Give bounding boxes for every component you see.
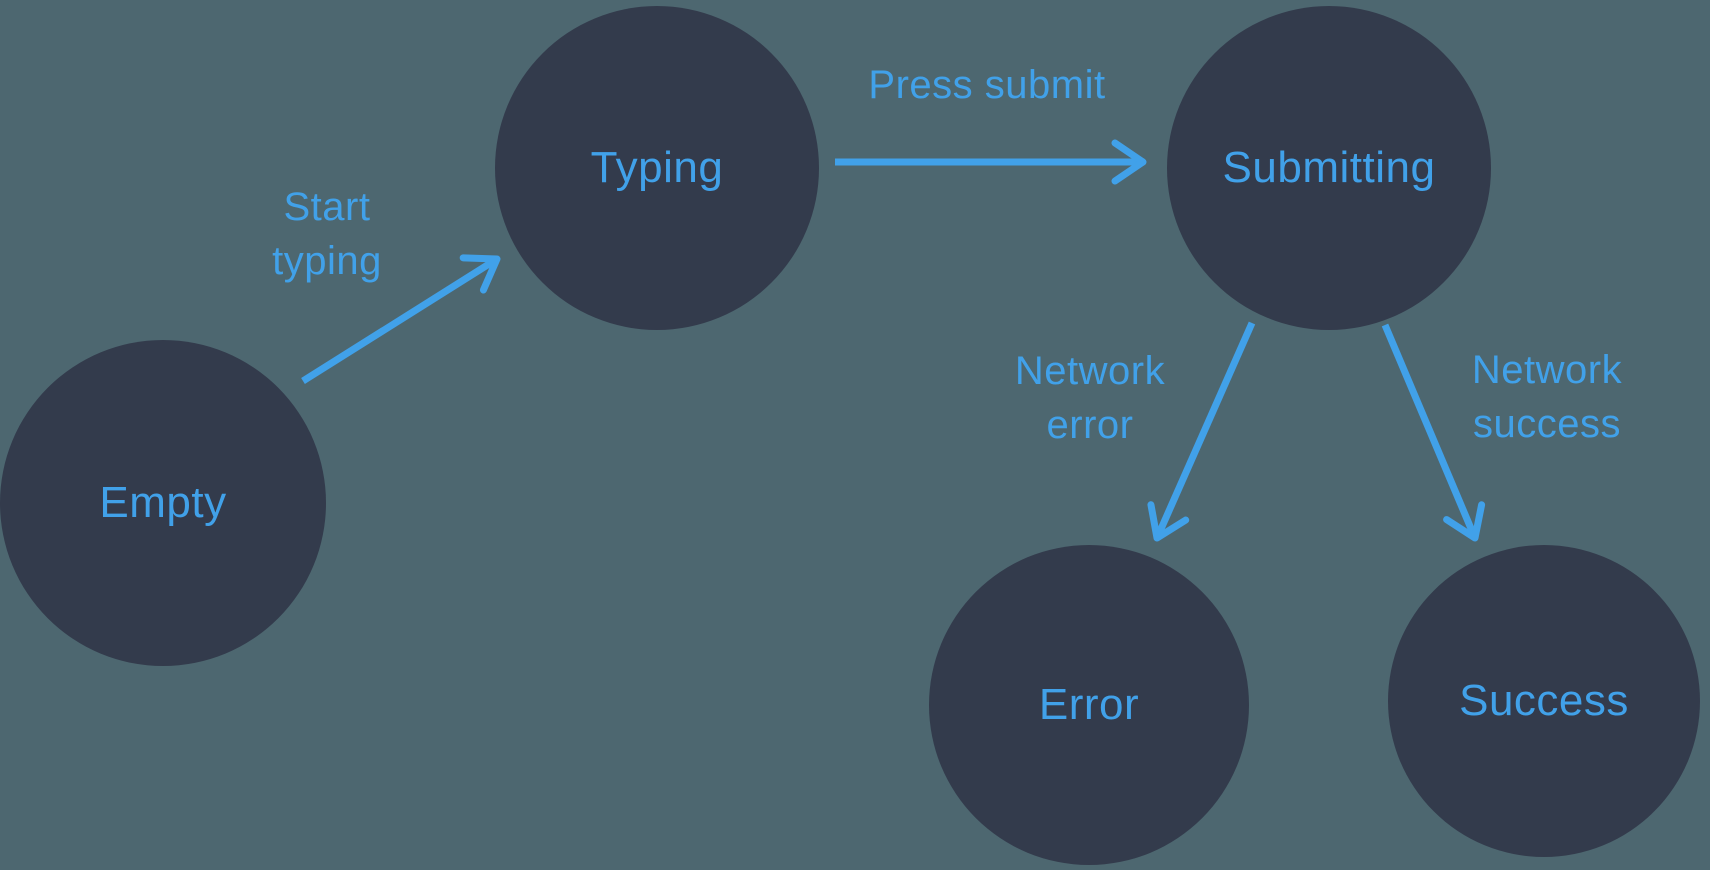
edge-label-network-error: Network error (1015, 344, 1165, 452)
state-node-empty: Empty (0, 340, 326, 666)
state-node-empty-label: Empty (99, 478, 227, 527)
edge-label-line: Network (1471, 348, 1623, 392)
edge-label-line: success (1472, 402, 1621, 446)
edge-arrow-submitting-success (1381, 323, 1486, 542)
state-node-typing-label: Typing (590, 143, 724, 192)
state-node-submitting-label: Submitting (1222, 143, 1436, 192)
edge-label-network-success: Network success (1472, 343, 1622, 451)
edge-label-line: typing (272, 239, 382, 283)
state-node-error-label: Error (1038, 680, 1140, 729)
edge-arrow-empty-typing (301, 254, 501, 384)
state-node-submitting: Submitting (1167, 6, 1491, 330)
edge-label-line: Network (1014, 349, 1166, 393)
state-node-success: Success (1388, 545, 1700, 857)
edge-label-line: error (1046, 403, 1134, 447)
state-node-typing: Typing (495, 6, 819, 330)
edge-label-start-typing: Start typing (272, 180, 382, 288)
state-node-success-label: Success (1459, 676, 1629, 725)
edge-label-line: Start (283, 185, 371, 229)
edge-label-press-submit: Press submit (868, 58, 1105, 112)
state-node-error: Error (929, 545, 1249, 865)
edge-arrow-submitting-error (1147, 321, 1256, 542)
edge-label-line: Press submit (868, 63, 1106, 107)
